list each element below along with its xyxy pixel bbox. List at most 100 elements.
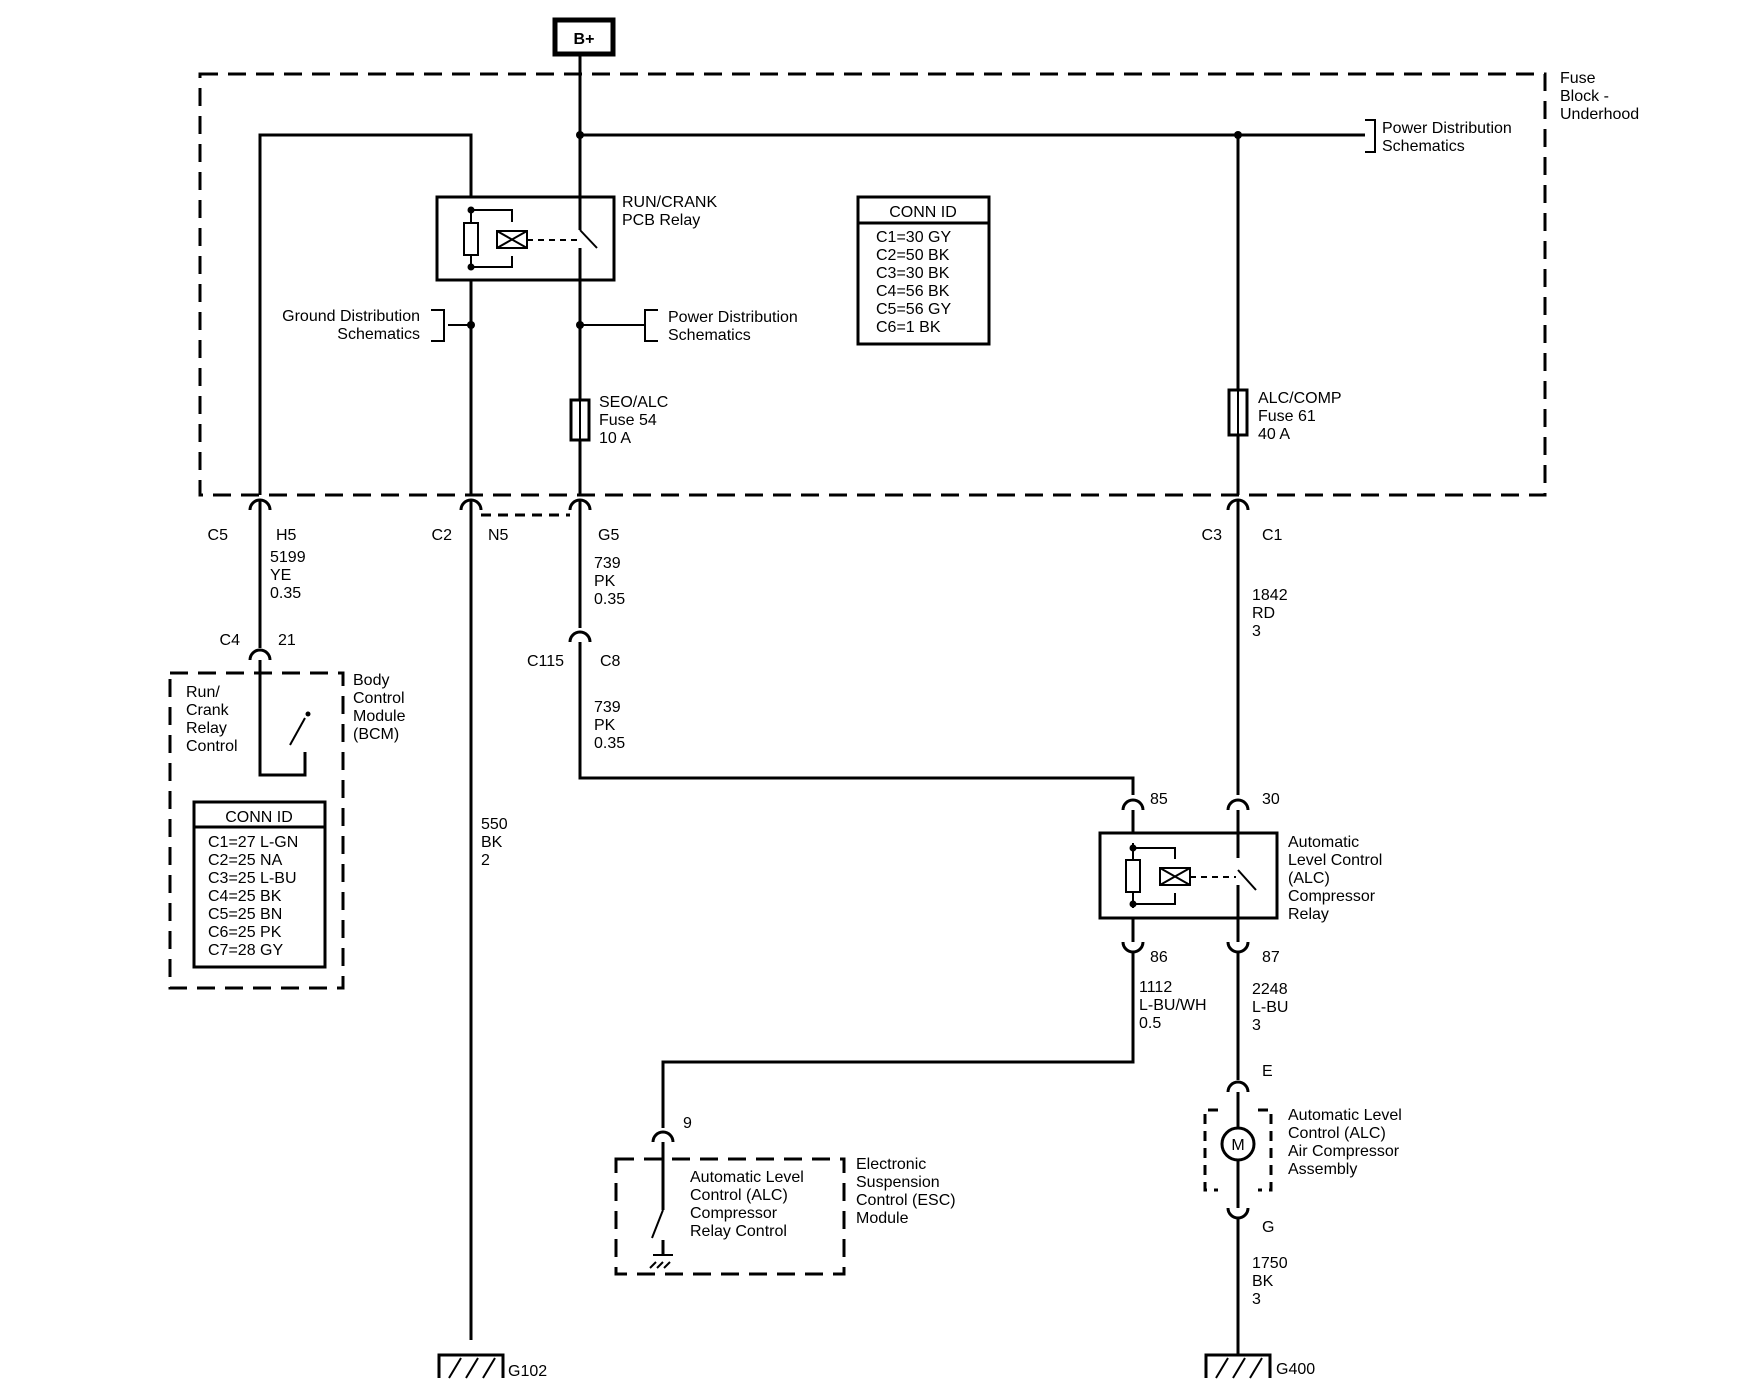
svg-text:PK: PK xyxy=(594,573,616,590)
svg-text:Assembly: Assembly xyxy=(1288,1161,1357,1178)
wire-739-lower-label: 739 PK 0.35 xyxy=(594,699,625,752)
svg-text:9: 9 xyxy=(683,1115,692,1132)
connector-e: E xyxy=(1226,1063,1273,1093)
svg-text:0.35: 0.35 xyxy=(270,585,301,602)
svg-text:3: 3 xyxy=(1252,623,1261,640)
bcm-internal-switch xyxy=(258,660,311,777)
wire-1112-label: 1112 L-BU/WH 0.5 xyxy=(1139,979,1207,1032)
svg-text:PK: PK xyxy=(594,717,616,734)
svg-text:Module: Module xyxy=(856,1210,909,1227)
svg-text:C4=25 BK: C4=25 BK xyxy=(208,888,282,905)
svg-text:SEO/ALC: SEO/ALC xyxy=(599,394,668,411)
svg-text:RD: RD xyxy=(1252,605,1275,622)
alc-compressor-relay xyxy=(1098,810,1279,942)
wire-5199-label: 5199 YE 0.35 xyxy=(270,549,306,602)
svg-text:M: M xyxy=(1231,1137,1244,1154)
svg-text:C2: C2 xyxy=(432,527,453,544)
svg-text:N5: N5 xyxy=(488,527,509,544)
svg-text:Fuse 61: Fuse 61 xyxy=(1258,408,1316,425)
svg-text:C5=56 GY: C5=56 GY xyxy=(876,301,951,318)
wire-1750-label: 1750 BK 3 xyxy=(1252,1255,1288,1308)
svg-text:Control: Control xyxy=(186,738,238,755)
bcm-conn-id-table: CONN ID C1=27 L-GN C2=25 NA C3=25 L-BU C… xyxy=(192,800,327,969)
svg-text:C1: C1 xyxy=(1262,527,1283,544)
svg-text:PCB Relay: PCB Relay xyxy=(622,212,700,229)
svg-text:G: G xyxy=(1262,1219,1274,1236)
alc-compressor-relay-label: Automatic Level Control (ALC) Compressor… xyxy=(1288,834,1382,923)
svg-text:Schematics: Schematics xyxy=(337,326,420,343)
wire-1842-label: 1842 RD 3 xyxy=(1252,587,1288,640)
svg-text:C7=28 GY: C7=28 GY xyxy=(208,942,283,959)
connector-85: 85 xyxy=(1121,791,1168,811)
wire-2248-label: 2248 L-BU 3 xyxy=(1252,981,1288,1034)
svg-text:E: E xyxy=(1262,1063,1273,1080)
svg-text:Automatic Level: Automatic Level xyxy=(1288,1107,1402,1124)
svg-text:739: 739 xyxy=(594,555,621,572)
svg-text:30: 30 xyxy=(1262,791,1280,808)
svg-text:(BCM): (BCM) xyxy=(353,726,399,743)
svg-text:21: 21 xyxy=(278,632,296,649)
alc-air-compressor-label: Automatic Level Control (ALC) Air Compre… xyxy=(1288,1107,1402,1178)
svg-text:Control: Control xyxy=(353,690,405,707)
run-crank-pcb-relay: RUN/CRANK PCB Relay xyxy=(435,194,717,282)
svg-text:ALC/COMP: ALC/COMP xyxy=(1258,390,1342,407)
svg-text:H5: H5 xyxy=(276,527,297,544)
fuse-61: ALC/COMP Fuse 61 40 A xyxy=(1227,388,1342,443)
bcm-module-label: Body Control Module (BCM) xyxy=(353,672,406,743)
connector-c5-h5: C5 H5 xyxy=(208,498,297,544)
svg-text:Relay Control: Relay Control xyxy=(690,1223,787,1240)
ground-g400: G400 xyxy=(1204,1353,1315,1379)
bcm-module-outline xyxy=(168,671,345,990)
svg-text:C115: C115 xyxy=(527,653,564,670)
svg-text:Automatic: Automatic xyxy=(1288,834,1359,851)
svg-text:Power Distribution: Power Distribution xyxy=(668,309,798,326)
svg-text:Fuse 54: Fuse 54 xyxy=(599,412,657,429)
connector-g5: G5 xyxy=(568,498,619,544)
svg-text:85: 85 xyxy=(1150,791,1168,808)
svg-text:Power Distribution: Power Distribution xyxy=(1382,120,1512,137)
svg-text:Level Control: Level Control xyxy=(1288,852,1382,869)
svg-text:40 A: 40 A xyxy=(1258,426,1290,443)
svg-text:BK: BK xyxy=(1252,1273,1274,1290)
svg-text:G5: G5 xyxy=(598,527,619,544)
connector-87: 87 xyxy=(1226,941,1280,966)
svg-text:YE: YE xyxy=(270,567,291,584)
esc-module-label: Electronic Suspension Control (ESC) Modu… xyxy=(856,1156,956,1227)
svg-text:C6=25 PK: C6=25 PK xyxy=(208,924,282,941)
svg-text:Control (ALC): Control (ALC) xyxy=(1288,1125,1386,1142)
svg-text:CONN ID: CONN ID xyxy=(225,809,293,826)
svg-text:C3=30 BK: C3=30 BK xyxy=(876,265,950,282)
svg-text:Schematics: Schematics xyxy=(1382,138,1465,155)
fuse-block-outline xyxy=(198,72,1547,497)
svg-text:(ALC): (ALC) xyxy=(1288,870,1330,887)
wire-h5-feed xyxy=(258,133,473,495)
svg-text:Run/: Run/ xyxy=(186,684,220,701)
ground-g102: G102 xyxy=(437,1270,547,1380)
alc-air-compressor-assembly: M xyxy=(1203,1092,1273,1208)
svg-text:C5: C5 xyxy=(208,527,229,544)
svg-text:1750: 1750 xyxy=(1252,1255,1288,1272)
svg-text:G400: G400 xyxy=(1276,1361,1315,1378)
svg-text:Underhood: Underhood xyxy=(1560,106,1639,123)
wire-550-label: 550 BK 2 xyxy=(481,816,508,869)
svg-text:BK: BK xyxy=(481,834,503,851)
svg-text:2: 2 xyxy=(481,852,490,869)
svg-text:Control (ESC): Control (ESC) xyxy=(856,1192,956,1209)
svg-text:0.35: 0.35 xyxy=(594,591,625,608)
fuse-block-label: Fuse Block - Underhood xyxy=(1560,70,1639,123)
svg-text:739: 739 xyxy=(594,699,621,716)
svg-text:C5=25 BN: C5=25 BN xyxy=(208,906,282,923)
bcm-run-crank-circuit-label: Run/ Crank Relay Control xyxy=(186,684,238,755)
svg-text:0.5: 0.5 xyxy=(1139,1015,1161,1032)
connector-c115-c8: C115 C8 xyxy=(527,630,621,670)
svg-text:Ground Distribution: Ground Distribution xyxy=(282,308,420,325)
svg-text:Compressor: Compressor xyxy=(1288,888,1376,905)
svg-text:Relay: Relay xyxy=(186,720,227,737)
svg-text:Crank: Crank xyxy=(186,702,230,719)
svg-text:Air Compressor: Air Compressor xyxy=(1288,1143,1400,1160)
fuse-block-conn-id-table: CONN ID C1=30 GY C2=50 BK C3=30 BK C4=56… xyxy=(856,195,991,346)
svg-text:Module: Module xyxy=(353,708,406,725)
svg-text:C1=27 L-GN: C1=27 L-GN xyxy=(208,834,298,851)
run-crank-relay-label: RUN/CRANK xyxy=(622,194,717,211)
svg-text:C3: C3 xyxy=(1202,527,1223,544)
